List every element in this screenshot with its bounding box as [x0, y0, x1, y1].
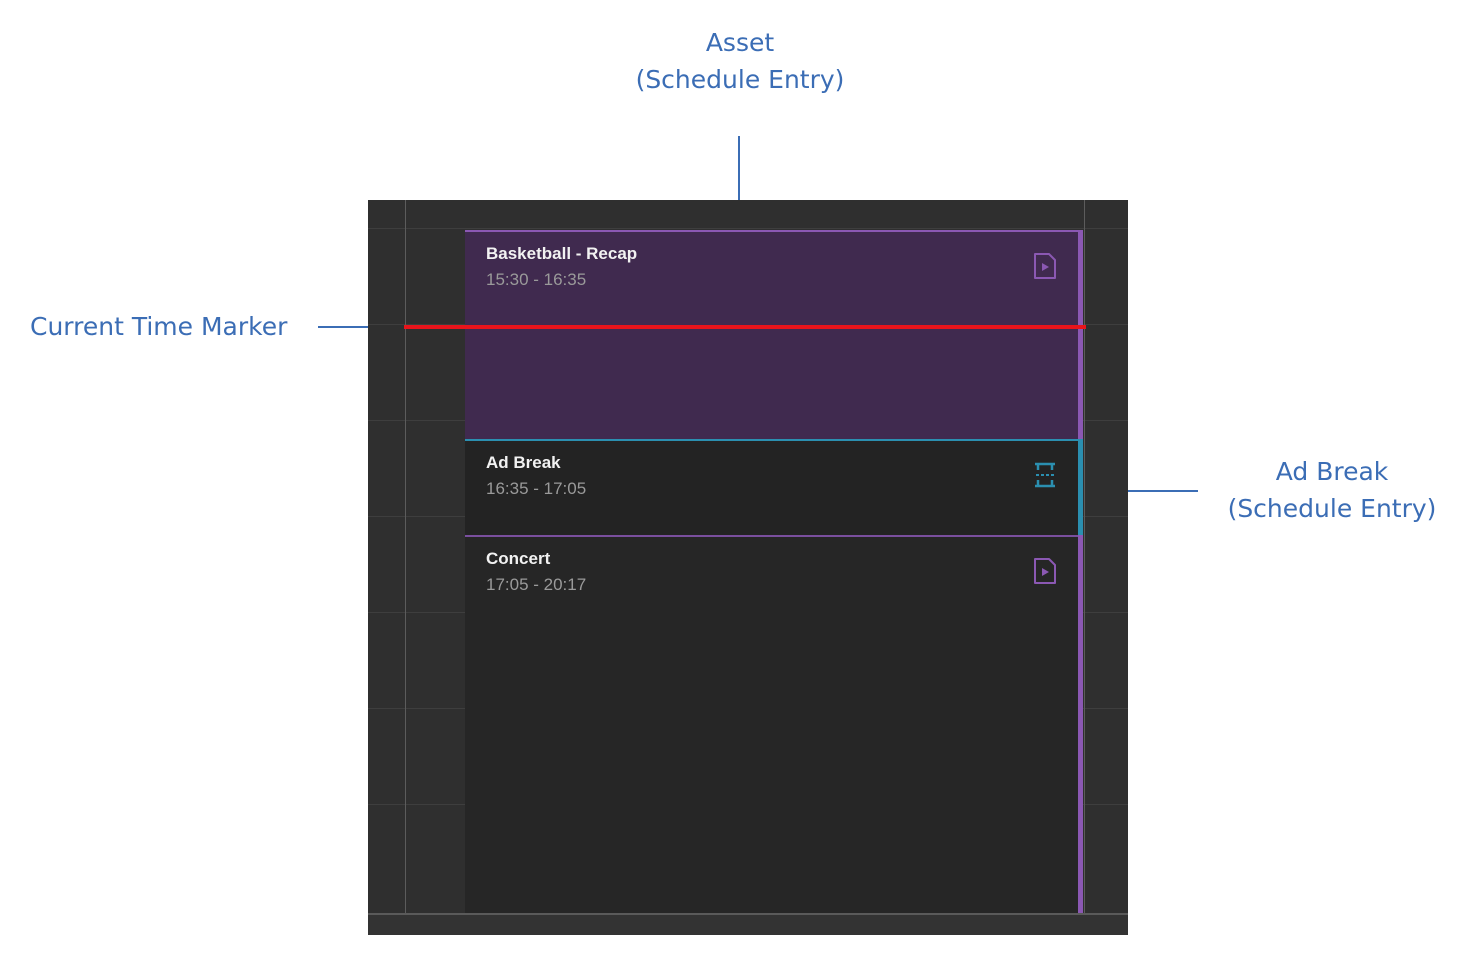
entry-title: Ad Break [486, 453, 561, 472]
time-column-divider [405, 200, 406, 914]
schedule-entry-asset[interactable]: Concert 17:05 - 20:17 [465, 535, 1078, 913]
entry-time: 16:35 - 17:05 [486, 479, 587, 498]
current-time-annotation-label: Current Time Marker [30, 312, 288, 341]
time-gridline [368, 228, 1128, 229]
ad-break-annotation-leader [1068, 490, 1198, 492]
entry-title: Concert [486, 549, 551, 568]
video-file-icon [1034, 558, 1056, 584]
current-time-annotation: Current Time Marker [30, 308, 287, 345]
ad-break-annotation: Ad Break (Schedule Entry) [1222, 453, 1442, 527]
asset-annotation: Asset (Schedule Entry) [620, 24, 860, 98]
asset-annotation-leader [738, 136, 740, 244]
asset-annotation-line2: (Schedule Entry) [635, 65, 845, 94]
entry-title: Basketball - Recap [486, 244, 638, 263]
video-file-icon [1034, 253, 1056, 279]
channel-column-divider [1084, 200, 1085, 914]
ad-break-annotation-line1: Ad Break [1275, 457, 1389, 486]
entry-status-rail [1078, 535, 1083, 913]
schedule-footer [368, 915, 1128, 935]
current-time-marker [404, 325, 1086, 329]
current-time-annotation-leader [318, 326, 392, 328]
entry-time: 17:05 - 20:17 [486, 575, 587, 594]
entry-status-rail [1078, 439, 1083, 535]
ad-break-annotation-line2: (Schedule Entry) [1227, 494, 1437, 523]
schedule-bottom-divider [368, 913, 1128, 915]
schedule-entry-ad-break[interactable]: Ad Break 16:35 - 17:05 [465, 439, 1078, 535]
schedule-panel: Basketball - Recap 15:30 - 16:35 Ad Brea… [368, 200, 1128, 935]
schedule-entry-asset[interactable]: Basketball - Recap 15:30 - 16:35 [465, 230, 1078, 439]
ad-break-icon [1035, 462, 1055, 488]
asset-annotation-line1: Asset [705, 28, 775, 57]
entry-time: 15:30 - 16:35 [486, 270, 587, 289]
entry-status-rail [1078, 230, 1083, 439]
